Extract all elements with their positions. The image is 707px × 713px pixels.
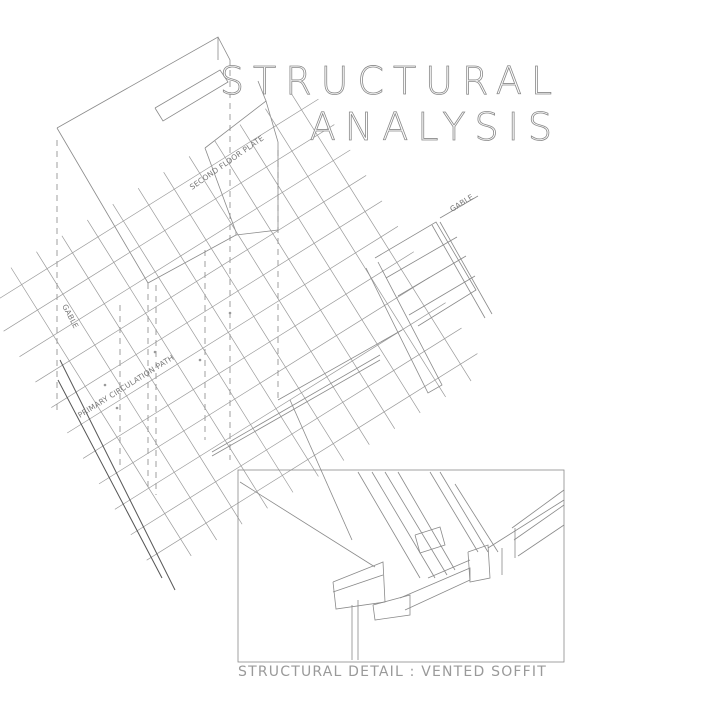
grid-markers: [103, 311, 232, 410]
detail-leader-line: [289, 399, 353, 541]
label-gable-right: GABLE: [448, 192, 475, 213]
grid-line: [0, 98, 319, 307]
grid-line: [130, 327, 462, 536]
grid-line: [98, 276, 430, 485]
gable-edge-line: [57, 379, 163, 579]
grid-line: [146, 353, 478, 561]
projection-lines: [56, 70, 279, 495]
label-second-floor-plate: SECOND FLOOR PLATE: [188, 134, 266, 192]
detail-caption: STRUCTURAL DETAIL : VENTED SOFFIT: [238, 664, 548, 680]
grid-line: [82, 251, 415, 459]
right-gable-frame: [211, 195, 493, 457]
vented-soffit-detail: [239, 471, 565, 660]
grid-line: [67, 226, 399, 434]
grid-line: [35, 175, 367, 383]
floor-grid: [0, 92, 478, 561]
page-title-line-2: ANALYSIS: [309, 105, 561, 149]
grid-line: [19, 149, 351, 357]
detail-frame: [237, 469, 565, 663]
grid-line: [114, 302, 446, 510]
grid-line: [51, 200, 383, 408]
floor-edge-line: [59, 359, 176, 591]
page-title-line-1: STRUCTURAL: [219, 59, 561, 103]
grid-line: [3, 124, 335, 332]
label-gable-left: GABLE: [60, 303, 80, 330]
upper-massing-block: [56, 36, 279, 284]
